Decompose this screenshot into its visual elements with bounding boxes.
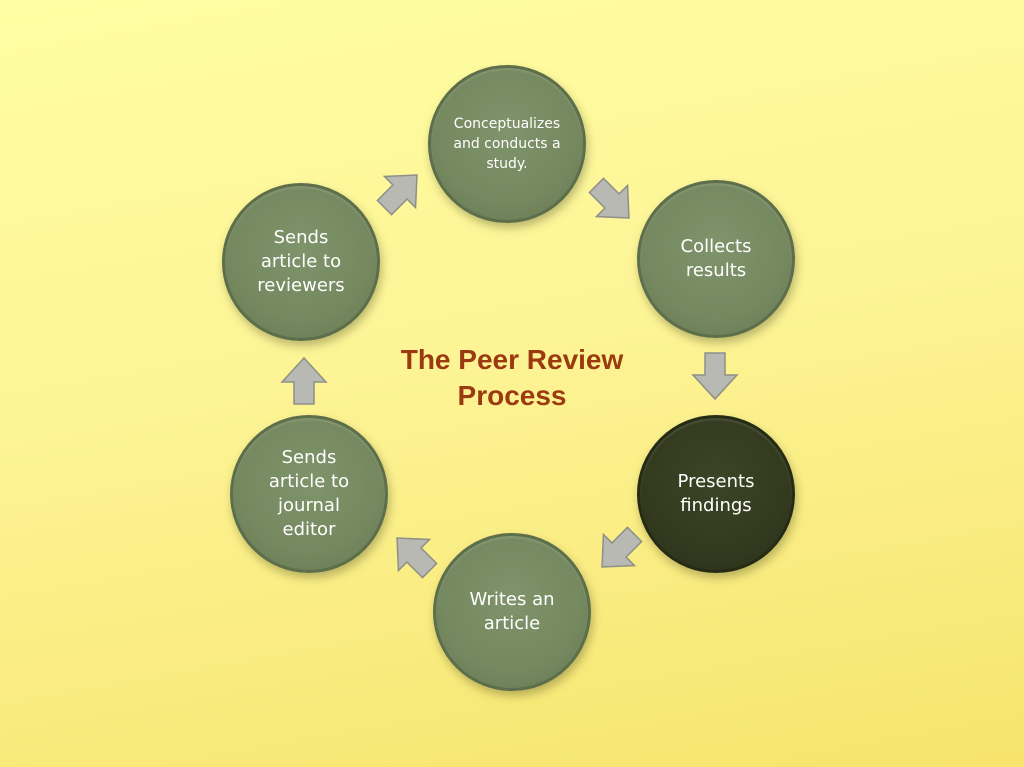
step-label: Sends article to reviewers (257, 227, 345, 296)
arrow-up-left-icon (396, 537, 438, 579)
step-label: Presents findings (677, 471, 755, 516)
arrow-up-icon (280, 356, 328, 405)
step-collects-results: Collects results (637, 180, 795, 338)
arrow-down-icon (691, 352, 739, 401)
arrow-down-right-icon (588, 177, 630, 219)
step-writes-article: Writes an article (433, 533, 591, 691)
step-label: Writes an article (469, 589, 555, 634)
step-conceptualizes-study: Conceptualizes and conducts a study. (428, 65, 586, 223)
step-label: Collects results (680, 236, 752, 281)
step-presents-findings: Presents findings (637, 415, 795, 573)
step-sends-to-reviewers: Sends article to reviewers (222, 183, 380, 341)
step-label: Conceptualizes and conducts a study. (453, 116, 561, 172)
step-label: Sends article to journal editor (268, 447, 350, 540)
arrow-down-left-icon (601, 526, 643, 568)
step-sends-to-editor: Sends article to journal editor (230, 415, 388, 573)
diagram-title: The Peer Review Process (400, 344, 624, 411)
arrow-up-right-icon (376, 174, 418, 216)
